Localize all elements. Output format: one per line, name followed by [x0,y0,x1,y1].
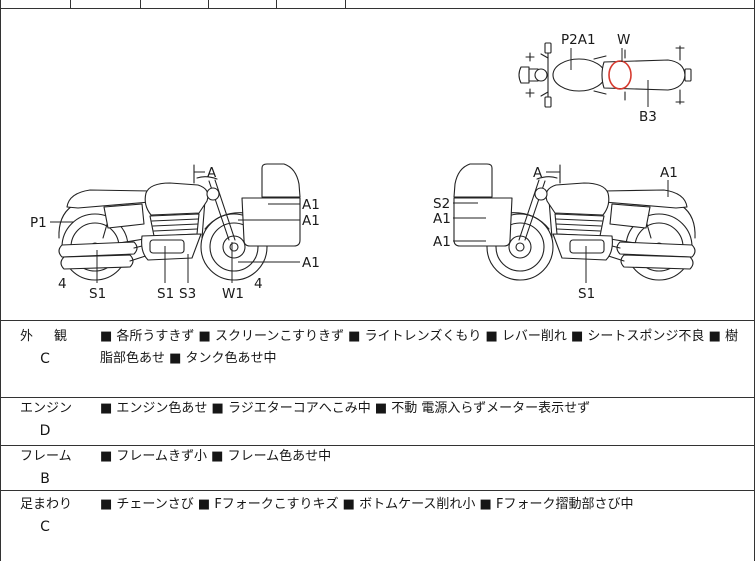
condition-note-line: ■ チェーンさび ■ Fフォークこすりキズ ■ ボトムケース削れ小 ■ Fフォー… [100,497,634,512]
header-cell-divider [208,0,209,8]
header-cell-divider [276,0,277,8]
condition-note-line: ■ エンジン色あせ ■ ラジエターコアへこみ中 ■ 不動 電源入らずメーター表示… [100,401,591,416]
front-wheel-hub [229,242,239,252]
damage-diagram: P2A1 W B3 [1,9,754,320]
headlight [518,66,530,84]
top-view-leaders [570,48,649,107]
left-side-view-leaders [50,171,300,283]
front-turn-signals [525,52,535,98]
right-view-label: A1 [660,165,678,181]
left-view-label: 4 [58,276,67,292]
left-view-label: 4 [254,276,263,292]
frame-downtube [548,199,553,239]
condition-row-exterior: 外 観 C ■ 各所うすきず ■ スクリーンこすりきず ■ ライトレンズくもり … [1,320,754,397]
top-view-bike [518,42,692,108]
condition-notes: ■ チェーンさび ■ Fフォークこすりキズ ■ ボトムケース削れ小 ■ Fフォー… [100,494,748,516]
header-cell-divider [70,0,71,8]
left-view-label: A1 [302,255,320,271]
front-cowl-lower [241,197,301,247]
condition-notes: ■ エンジン色あせ ■ ラジエターコアへこみ中 ■ 不動 電源入らずメーター表示… [100,398,748,420]
seat [601,59,686,91]
muffler-upper [58,241,138,258]
condition-note-line: ■ フレームきず小 ■ フレーム色あせ中 [100,449,332,464]
headlight [206,187,220,201]
muffler-lower [620,254,694,270]
meter [534,68,548,82]
right-view-label: S2 [433,196,450,212]
rear-turn-signals [675,45,685,105]
damage-highlight-ring [608,60,632,90]
condition-category: 外 観 [20,329,72,344]
left-view-label: A [207,165,217,181]
condition-category: エンジン [20,401,73,416]
top-view-label: P2A1 [561,32,596,48]
left-view-label: W1 [222,286,244,302]
tail-light [684,68,692,82]
engine-cover [149,239,185,254]
front-cowl-upper [453,163,493,198]
left-view-label: S1 [157,286,174,302]
condition-grade: C [40,519,50,535]
top-view-highlight [608,60,632,90]
damage-diagram-svg: P2A1 W B3 [30,32,696,302]
engine-fins [151,218,199,232]
condition-note-line: 脂部色あせ ■ タンク色あせ中 [100,351,277,366]
right-view-label: S1 [578,286,595,302]
condition-row-engine: エンジン D ■ エンジン色あせ ■ ラジエターコアへこみ中 ■ 不動 電源入ら… [1,397,754,445]
header-row [1,0,754,9]
condition-row-suspension: 足まわり C ■ チェーンさび ■ Fフォークこすりキズ ■ ボトムケース削れ小… [1,490,754,561]
condition-note-line: ■ 各所うすきず ■ スクリーンこすりきず ■ ライトレンズくもり ■ レバー削… [100,329,738,344]
condition-category: フレーム [20,449,72,464]
front-wheel-hub [515,242,525,252]
top-view-label: W [617,32,630,48]
front-cowl-lower [453,197,513,247]
side-cover [103,203,145,229]
fuel-tank [144,182,209,216]
left-view-label: P1 [30,215,47,231]
engine-cover [569,239,605,254]
left-view-label: A1 [302,213,320,229]
left-view-label: A1 [302,197,320,213]
muffler-upper [616,241,696,258]
engine-sides [593,55,607,95]
condition-category: 足まわり [20,497,73,512]
front-cowl-upper [261,163,301,198]
engine-fins [555,218,603,232]
header-cell-divider [345,0,346,8]
frame-downtube [201,199,206,239]
handlebar [536,176,558,180]
right-view-label: A [533,165,543,181]
fuel-tank [552,58,606,92]
condition-grade: D [39,423,51,439]
right-grip [544,96,552,108]
side-cover [609,203,651,229]
left-grip [544,42,552,54]
headlight [534,187,548,201]
left-view-label: S1 [89,286,106,302]
right-view-label: A1 [433,211,451,227]
condition-notes: ■ 各所うすきず ■ スクリーンこすりきず ■ ライトレンズくもり ■ レバー削… [100,326,748,370]
left-side-view-bike [58,163,301,281]
right-view-label: A1 [433,234,451,250]
handlebar [196,176,218,180]
top-view-label: B3 [639,109,657,125]
header-cell-divider [140,0,141,8]
right-side-view-bike [453,163,696,281]
fuel-tank [545,182,610,216]
condition-grade: B [40,471,50,487]
condition-row-frame: フレーム B ■ フレームきず小 ■ フレーム色あせ中 [1,445,754,490]
right-side-view-leaders [453,171,669,283]
mirrors [540,53,549,97]
condition-grade: C [40,351,50,367]
left-view-label: S3 [179,286,196,302]
condition-notes: ■ フレームきず小 ■ フレーム色あせ中 [100,446,748,468]
